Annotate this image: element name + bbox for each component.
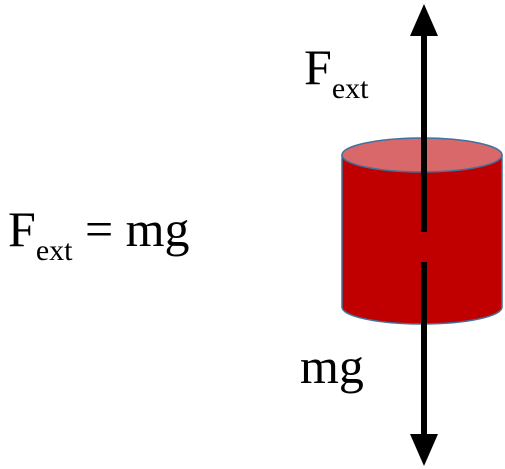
equation-rest: = mg [72, 201, 190, 257]
force-balance-equation: Fext = mg [8, 201, 190, 265]
weight-force-label: mg [300, 338, 364, 394]
equation-lhs-main: F [8, 201, 36, 257]
external-force-label-main: F [304, 39, 332, 95]
downward-arrow-head [410, 434, 438, 466]
upward-arrow-head [410, 4, 438, 36]
external-force-label: Fext [304, 39, 368, 103]
external-force-label-subscript: ext [331, 71, 369, 105]
equation-lhs-subscript: ext [35, 233, 73, 267]
